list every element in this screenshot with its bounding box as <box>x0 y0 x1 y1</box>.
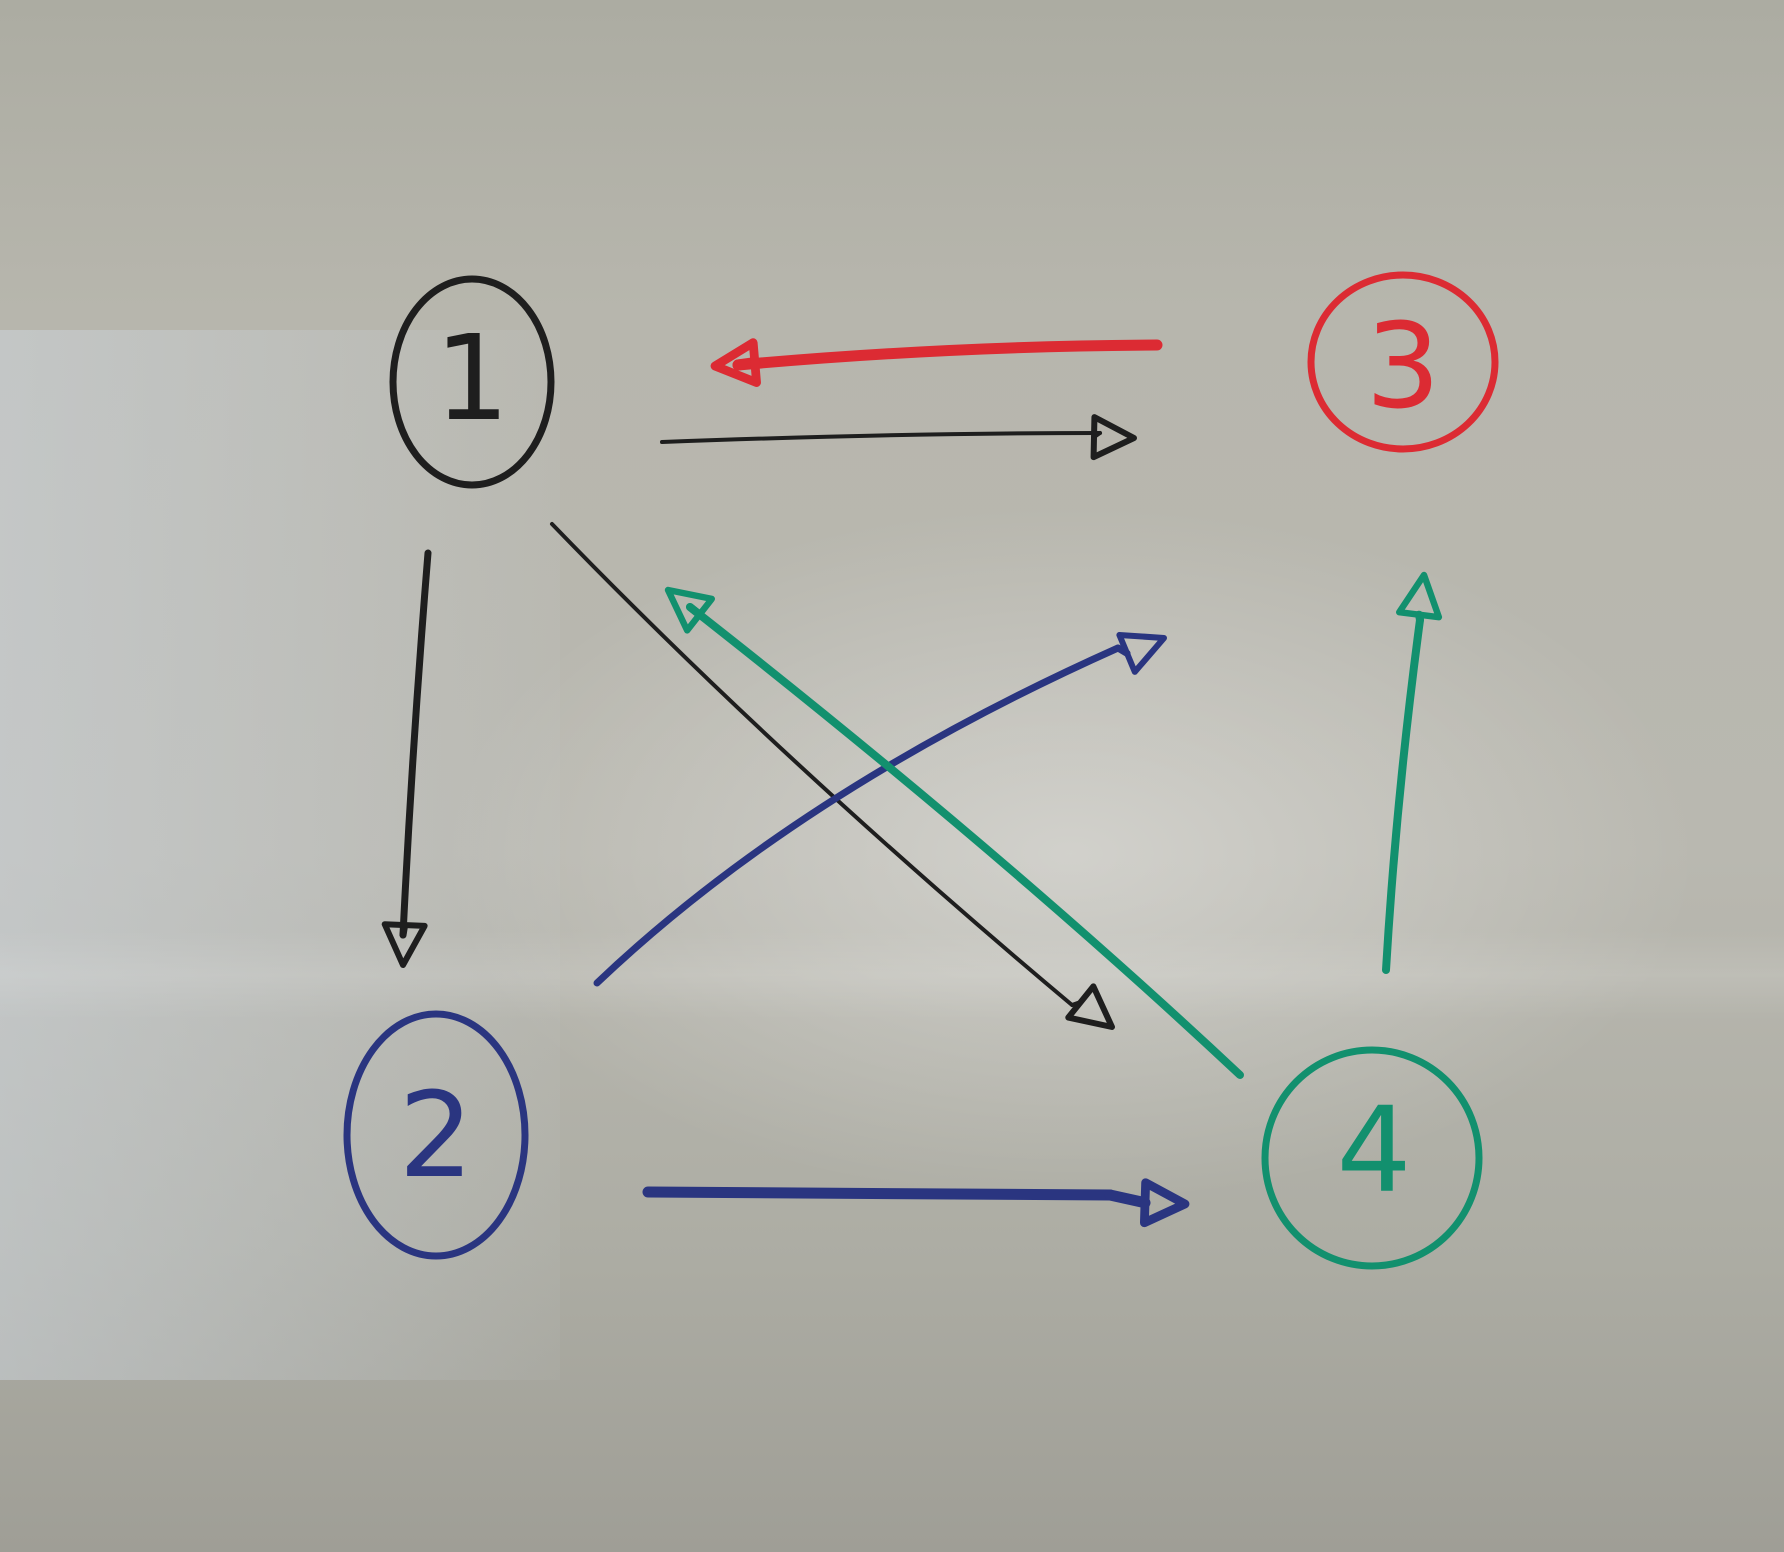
node-3-label: 3 <box>1365 297 1440 435</box>
arrow-head-icon <box>1065 983 1115 1030</box>
arrow-head-icon <box>1139 1178 1190 1228</box>
edge-2-to-3 <box>593 631 1167 987</box>
node-2-label: 2 <box>398 1066 473 1204</box>
edges-layer <box>381 338 1443 1228</box>
edge-1-to-3-line <box>660 431 1102 444</box>
edge-1-to-4 <box>550 522 1115 1030</box>
arrow-head-icon <box>710 338 761 387</box>
edge-1-to-2 <box>381 549 432 968</box>
edge-2-to-4-line <box>642 1186 1116 1201</box>
node-3-circle <box>1307 271 1499 453</box>
node-1: 1 <box>389 275 555 489</box>
arrow-head-icon <box>1396 571 1443 621</box>
node-4-circle <box>1261 1046 1483 1270</box>
edge-4-to-1 <box>664 586 1244 1079</box>
edge-2-to-4 <box>642 1178 1190 1228</box>
edge-1-to-3 <box>660 414 1137 461</box>
node-3: 3 <box>1307 271 1499 453</box>
edge-1-to-2-line <box>399 549 432 939</box>
edge-4-to-3 <box>1382 571 1443 974</box>
edge-1-to-4-line <box>550 522 1074 1007</box>
node-4-label: 4 <box>1336 1081 1411 1219</box>
arrow-head-icon <box>381 921 428 968</box>
arrow-head-icon <box>1116 631 1167 675</box>
edge-2-to-4-connector <box>1104 1189 1151 1209</box>
edge-3-to-1 <box>710 338 1163 387</box>
edge-4-to-3-line <box>1382 616 1424 974</box>
nodes-layer: 1 2 3 4 <box>343 271 1499 1270</box>
node-1-circle <box>389 275 555 489</box>
node-2: 2 <box>343 1010 529 1260</box>
edge-2-to-3-line <box>593 644 1122 987</box>
edge-3-to-1-line <box>732 339 1163 371</box>
edge-4-to-1-line <box>686 603 1244 1079</box>
node-2-circle <box>343 1010 529 1260</box>
node-4: 4 <box>1261 1046 1483 1270</box>
arrow-head-icon <box>1090 414 1137 461</box>
arrow-head-icon <box>664 586 716 634</box>
node-1-label: 1 <box>434 309 509 447</box>
